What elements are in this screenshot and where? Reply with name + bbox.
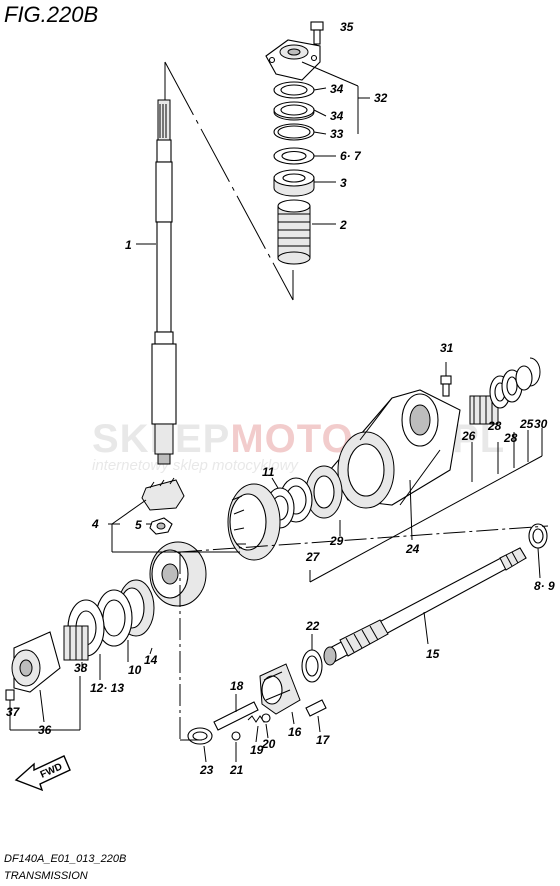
callout-14: 14 bbox=[144, 653, 158, 667]
push-rod-part-18[interactable] bbox=[213, 701, 259, 731]
callout-numbers: 1 2 3 4 5 6· 7 8· 9 10 11 12· 13 14 15 1… bbox=[6, 20, 555, 777]
callout-17: 17 bbox=[316, 733, 331, 747]
callout-6-7: 6· 7 bbox=[340, 149, 362, 163]
pin-part-17[interactable] bbox=[305, 699, 327, 717]
bolt-part-35[interactable] bbox=[310, 21, 324, 45]
callout-29: 29 bbox=[329, 534, 344, 548]
sleeve-part-2[interactable] bbox=[277, 199, 311, 265]
callout-23: 23 bbox=[199, 763, 214, 777]
ring-part-23[interactable] bbox=[187, 727, 213, 745]
callout-18: 18 bbox=[230, 679, 244, 693]
needle-bearing-part-26[interactable] bbox=[469, 395, 499, 425]
washer-part-8-9[interactable] bbox=[528, 523, 548, 549]
callout-26: 26 bbox=[461, 429, 476, 443]
callout-8-9-leader bbox=[537, 547, 541, 579]
ring-part-22[interactable] bbox=[301, 649, 323, 683]
callout-5: 5 bbox=[135, 518, 142, 532]
ball-part-20[interactable] bbox=[261, 713, 271, 723]
callout-19: 19 bbox=[250, 743, 264, 757]
callout-bracket-4 bbox=[108, 499, 240, 553]
callout-10: 10 bbox=[128, 663, 142, 677]
callout-36: 36 bbox=[38, 723, 52, 737]
watermark-tagline: internetowy sklep motocyklowy bbox=[92, 457, 299, 474]
pin-part-37[interactable] bbox=[5, 689, 15, 701]
svg-text:SKLEPMOTO: SKLEPMOTO bbox=[92, 417, 354, 461]
propeller-shaft-part-15[interactable] bbox=[323, 547, 527, 666]
shim-part-34-upper[interactable] bbox=[273, 81, 315, 99]
callout-35: 35 bbox=[340, 20, 354, 34]
clutch-dog-part-16[interactable] bbox=[259, 663, 301, 715]
o-ring-part-33[interactable] bbox=[273, 123, 315, 141]
callout-24: 24 bbox=[405, 542, 420, 556]
callout-bracket-36-38 bbox=[9, 676, 81, 731]
callout-34-upper: 34 bbox=[330, 82, 344, 96]
bolt-part-31[interactable] bbox=[440, 375, 452, 397]
callout-31: 31 bbox=[440, 341, 454, 355]
callout-12-13: 12· 13 bbox=[90, 681, 124, 695]
shim-part-10[interactable] bbox=[95, 589, 133, 647]
callout-3: 3 bbox=[340, 176, 347, 190]
bearing-part-3[interactable] bbox=[273, 169, 315, 197]
assembly-guide-lines bbox=[179, 525, 549, 741]
needle-bearing-part-38[interactable] bbox=[63, 625, 89, 661]
nut-part-5[interactable] bbox=[149, 517, 173, 535]
shaft-guide-line bbox=[164, 61, 294, 301]
callout-28a: 28 bbox=[487, 419, 502, 433]
callout-leaders bbox=[9, 61, 429, 763]
callout-15: 15 bbox=[426, 647, 440, 661]
callout-30: 30 bbox=[534, 417, 548, 431]
callout-38: 38 bbox=[74, 661, 88, 675]
housing-part-24[interactable] bbox=[329, 389, 461, 509]
circlip-part-30[interactable] bbox=[529, 357, 541, 387]
callout-33: 33 bbox=[330, 127, 344, 141]
callout-22: 22 bbox=[305, 619, 320, 633]
callout-4: 4 bbox=[91, 517, 99, 531]
bearing-part-34-lower[interactable] bbox=[273, 101, 315, 121]
callout-8-9: 8· 9 bbox=[534, 579, 555, 593]
reverse-gear-part-4[interactable] bbox=[149, 541, 207, 607]
forward-direction-arrow: FWD bbox=[14, 755, 71, 792]
figure-caption: TRANSMISSION bbox=[4, 870, 88, 882]
callout-28b: 28 bbox=[503, 431, 518, 445]
watermark-brand-b: MOTO bbox=[230, 417, 353, 461]
ball-part-21[interactable] bbox=[231, 731, 241, 741]
callout-34-lower: 34 bbox=[330, 109, 344, 123]
forward-gear-part-4[interactable] bbox=[227, 483, 281, 561]
o-ring-part-25[interactable] bbox=[515, 365, 533, 391]
bearing-part-29[interactable] bbox=[305, 465, 343, 519]
figure-title: FIG.220B bbox=[4, 2, 98, 27]
callout-20: 20 bbox=[261, 737, 276, 751]
callout-25: 25 bbox=[519, 417, 534, 431]
figure-model-code: DF140A_E01_013_220B bbox=[4, 853, 126, 865]
callout-1: 1 bbox=[125, 238, 132, 252]
callout-37: 37 bbox=[6, 705, 21, 719]
bearing-housing-part-32[interactable] bbox=[265, 39, 321, 81]
callout-11: 11 bbox=[262, 465, 275, 479]
bearing-housing-part-36[interactable] bbox=[11, 631, 61, 693]
shim-part-6-7[interactable] bbox=[273, 147, 315, 165]
callout-bracket-25-30 bbox=[309, 428, 543, 583]
callout-21: 21 bbox=[229, 763, 244, 777]
callout-16: 16 bbox=[288, 725, 302, 739]
drive-shaft-part-1[interactable] bbox=[151, 99, 177, 465]
callout-2: 2 bbox=[339, 218, 347, 232]
callout-27: 27 bbox=[305, 550, 321, 564]
pinion-gear-part-4[interactable] bbox=[141, 477, 185, 511]
callout-32: 32 bbox=[374, 91, 388, 105]
